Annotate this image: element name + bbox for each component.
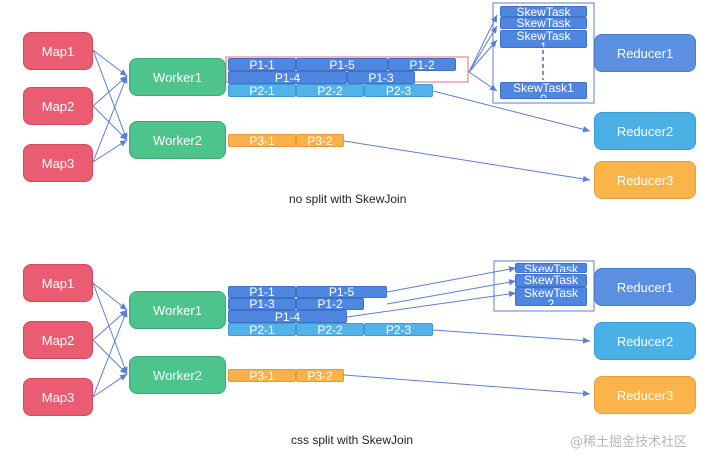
partition-p2-2: P2-2 bbox=[296, 84, 364, 97]
partition-p2-2: P2-2 bbox=[296, 323, 364, 336]
partition-p1-5: P1-5 bbox=[296, 286, 387, 298]
arrow-p1-skewtask-2-bottom bbox=[386, 279, 517, 305]
skewtask-3: SkewTask 1 bbox=[500, 30, 587, 48]
reducer2-box: Reducer2 bbox=[594, 322, 696, 360]
watermark: @稀土掘金技术社区 bbox=[570, 435, 688, 450]
arrow-p1-skewtask-3-top bbox=[468, 39, 498, 73]
arrow-p1-skewtask-1-top bbox=[468, 14, 498, 73]
map3-box: Map3 bbox=[23, 144, 93, 182]
partition-p2-1: P2-1 bbox=[228, 84, 296, 97]
skewtask-2: SkewTask bbox=[500, 17, 587, 29]
arrow-map3-worker2-bottom bbox=[92, 373, 128, 398]
map2-box: Map2 bbox=[23, 87, 93, 125]
arrow-p1-skewtask-2-top bbox=[468, 25, 498, 73]
partition-p3-1: P3-1 bbox=[228, 134, 296, 147]
arrow-map1-worker1-bottom bbox=[92, 282, 128, 311]
reducer1-box: Reducer1 bbox=[594, 34, 696, 72]
partition-p3-2: P3-2 bbox=[296, 134, 344, 147]
partition-p2-1: P2-1 bbox=[228, 323, 296, 336]
arrow-map3-worker1-bottom bbox=[92, 309, 128, 398]
skewtask-1: SkewTask bbox=[515, 263, 587, 273]
arrow-map2-worker1-top bbox=[92, 75, 128, 107]
arrow-map1-worker2-bottom bbox=[92, 282, 128, 375]
arrow-p1-skewtask-1-bottom bbox=[386, 266, 517, 293]
map1-box: Map1 bbox=[23, 32, 93, 70]
arrow-p1-skewtask-4-top bbox=[468, 71, 498, 92]
partition-p2-3: P2-3 bbox=[364, 84, 433, 97]
skewtask-10: SkewTask1 0 bbox=[500, 82, 587, 99]
arrow-map3-worker1-top bbox=[92, 75, 128, 163]
reducer1-box: Reducer1 bbox=[594, 268, 696, 306]
skewtask-2: SkewTask bbox=[515, 274, 587, 287]
partition-p3-1: P3-1 bbox=[228, 369, 296, 382]
map2-box: Map2 bbox=[23, 321, 93, 359]
partition-p1-4: P1-4 bbox=[228, 71, 347, 84]
worker1-box: Worker1 bbox=[129, 291, 226, 329]
partition-p1-2: P1-2 bbox=[388, 58, 456, 71]
partition-p2-3: P2-3 bbox=[364, 323, 433, 336]
arrow-p3-reducer3-top bbox=[343, 140, 591, 183]
partition-p1-4: P1-4 bbox=[228, 310, 347, 323]
arrow-p2-reducer2-top bbox=[432, 90, 591, 133]
reducer3-box: Reducer3 bbox=[594, 376, 696, 414]
partition-p1-5: P1-5 bbox=[296, 58, 388, 71]
arrow-map1-worker1-top bbox=[92, 49, 128, 77]
reducer2-box: Reducer2 bbox=[594, 112, 696, 150]
arrow-map2-worker2-top bbox=[92, 105, 128, 141]
map1-box: Map1 bbox=[23, 264, 93, 302]
partition-p1-1: P1-1 bbox=[228, 286, 296, 298]
skewtask-1: SkewTask bbox=[500, 6, 587, 17]
arrow-map1-worker2-top bbox=[92, 49, 128, 141]
arrow-p3-reducer3-bottom bbox=[343, 374, 591, 397]
caption-bottom: css split with SkewJoin bbox=[291, 433, 414, 447]
reducer3-box: Reducer3 bbox=[594, 161, 696, 199]
arrow-map2-worker1-bottom bbox=[92, 309, 128, 341]
worker1-box: Worker1 bbox=[129, 58, 226, 96]
partition-p1-3: P1-3 bbox=[228, 298, 296, 310]
map3-box: Map3 bbox=[23, 378, 93, 416]
arrow-map2-worker2-bottom bbox=[92, 339, 128, 375]
partition-p1-3: P1-3 bbox=[347, 71, 415, 84]
caption-top: no split with SkewJoin bbox=[289, 192, 407, 206]
skewtask-3: SkewTask 2 bbox=[515, 287, 587, 306]
arrow-map3-worker2-top bbox=[92, 139, 128, 163]
partition-p3-2: P3-2 bbox=[296, 369, 344, 382]
arrow-p2-reducer2-bottom bbox=[432, 329, 591, 344]
worker2-box: Worker2 bbox=[129, 356, 226, 394]
partition-p1-2: P1-2 bbox=[296, 298, 364, 310]
partition-p1-1: P1-1 bbox=[228, 58, 296, 71]
worker2-box: Worker2 bbox=[129, 121, 226, 159]
arrow-p1-skewtask-3-bottom bbox=[346, 290, 517, 318]
